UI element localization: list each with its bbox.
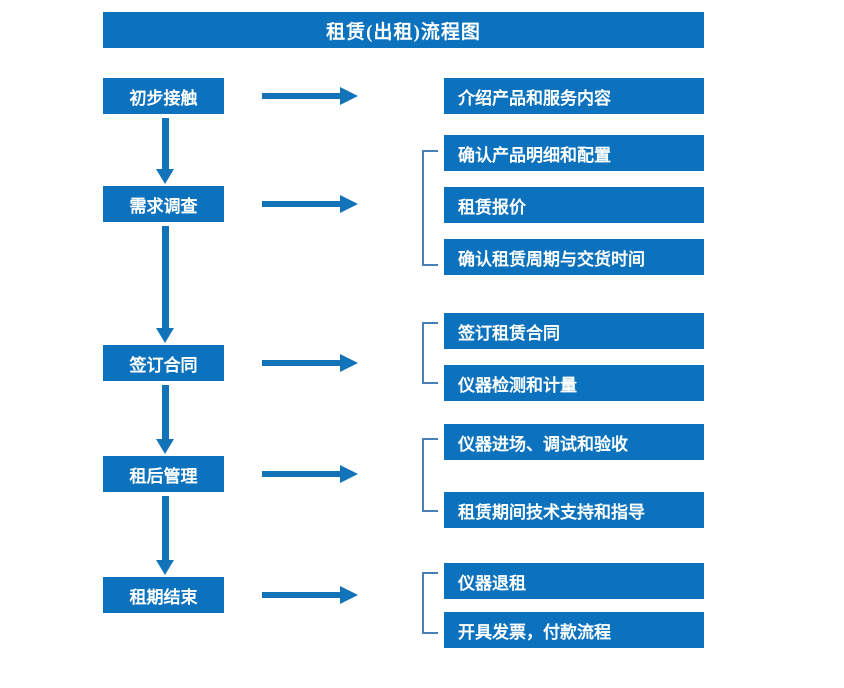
stage-box-初步接触[interactable]: 初步接触 <box>103 78 224 114</box>
stage-box-租后管理[interactable]: 租后管理 <box>103 456 224 492</box>
detail-box-确认租赁周期与交货时间[interactable]: 确认租赁周期与交货时间 <box>444 239 704 275</box>
detail-box-仪器退租[interactable]: 仪器退租 <box>444 563 704 599</box>
right-arrow-icon-2 <box>262 195 358 213</box>
detail-box-介绍产品和服务内容[interactable]: 介绍产品和服务内容 <box>444 78 704 114</box>
detail-box-仪器进场调试和验收[interactable]: 仪器进场、调试和验收 <box>444 424 704 460</box>
detail-box-开具发票付款流程[interactable]: 开具发票，付款流程 <box>444 612 704 648</box>
down-arrow-icon-4 <box>156 496 174 575</box>
stage-box-租期结束[interactable]: 租期结束 <box>103 577 224 613</box>
detail-box-仪器检测和计量[interactable]: 仪器检测和计量 <box>444 365 704 401</box>
right-arrow-icon-1 <box>262 87 358 105</box>
down-arrow-icon-2 <box>156 226 174 343</box>
detail-label: 仪器进场、调试和验收 <box>458 434 628 454</box>
detail-label: 租赁期间技术支持和指导 <box>458 502 645 522</box>
right-arrow-icon-4 <box>262 465 358 483</box>
stage-box-签订合同[interactable]: 签订合同 <box>103 345 224 381</box>
detail-label: 签订租赁合同 <box>458 323 560 343</box>
detail-label: 仪器检测和计量 <box>458 375 577 395</box>
stage-label: 租期结束 <box>129 587 198 607</box>
page-title: 租赁(出租)流程图 <box>103 12 704 48</box>
down-arrow-icon-3 <box>156 385 174 454</box>
detail-box-租赁报价[interactable]: 租赁报价 <box>444 187 704 223</box>
detail-label: 开具发票，付款流程 <box>458 622 611 642</box>
right-arrow-icon-3 <box>262 354 358 372</box>
down-arrow-icon-1 <box>156 118 174 184</box>
group-bracket-5 <box>422 572 438 634</box>
stage-label: 租后管理 <box>129 466 198 486</box>
detail-label: 租赁报价 <box>458 197 526 217</box>
detail-label: 确认产品明细和配置 <box>458 145 611 165</box>
stage-box-需求调查[interactable]: 需求调查 <box>103 186 224 222</box>
stage-label: 需求调查 <box>129 196 198 216</box>
detail-label: 仪器退租 <box>458 573 526 593</box>
group-bracket-2 <box>422 150 438 266</box>
detail-box-签订租赁合同[interactable]: 签订租赁合同 <box>444 313 704 349</box>
right-arrow-icon-5 <box>262 586 358 604</box>
detail-label: 确认租赁周期与交货时间 <box>458 249 645 269</box>
stage-label: 初步接触 <box>129 88 198 108</box>
group-bracket-3 <box>422 322 438 384</box>
detail-box-确认产品明细和配置[interactable]: 确认产品明细和配置 <box>444 135 704 171</box>
group-bracket-4 <box>422 438 438 512</box>
stage-label: 签订合同 <box>129 355 198 375</box>
detail-label: 介绍产品和服务内容 <box>458 88 611 108</box>
detail-box-租赁期间技术支持和指导[interactable]: 租赁期间技术支持和指导 <box>444 492 704 528</box>
